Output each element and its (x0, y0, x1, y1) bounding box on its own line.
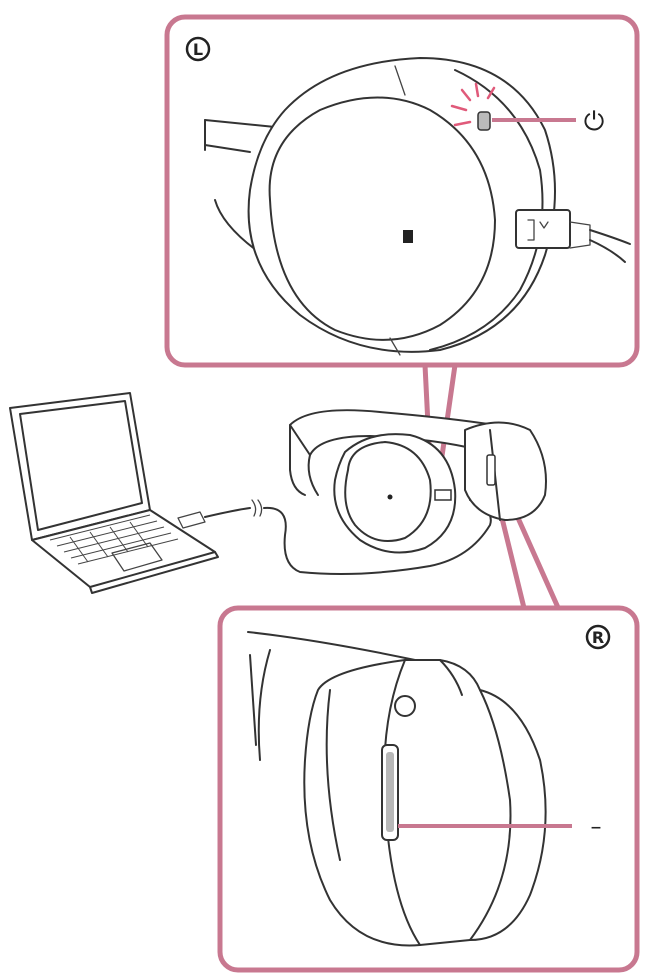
right-side-label: R (592, 628, 604, 647)
usb-plug-icon (515, 209, 631, 263)
power-icon: ⏻ (584, 107, 605, 137)
headphones-overview (289, 409, 547, 554)
brand-logo-mark (403, 230, 413, 243)
left-side-label: L (193, 40, 203, 59)
right-callout-panel: R – (217, 605, 640, 973)
laptop-icon (9, 392, 219, 594)
usb-cable (177, 499, 492, 575)
left-callout-panel: L ⏻ (164, 14, 640, 368)
minus-button-mark: – (591, 815, 602, 840)
indicator-light-icon (450, 82, 496, 131)
